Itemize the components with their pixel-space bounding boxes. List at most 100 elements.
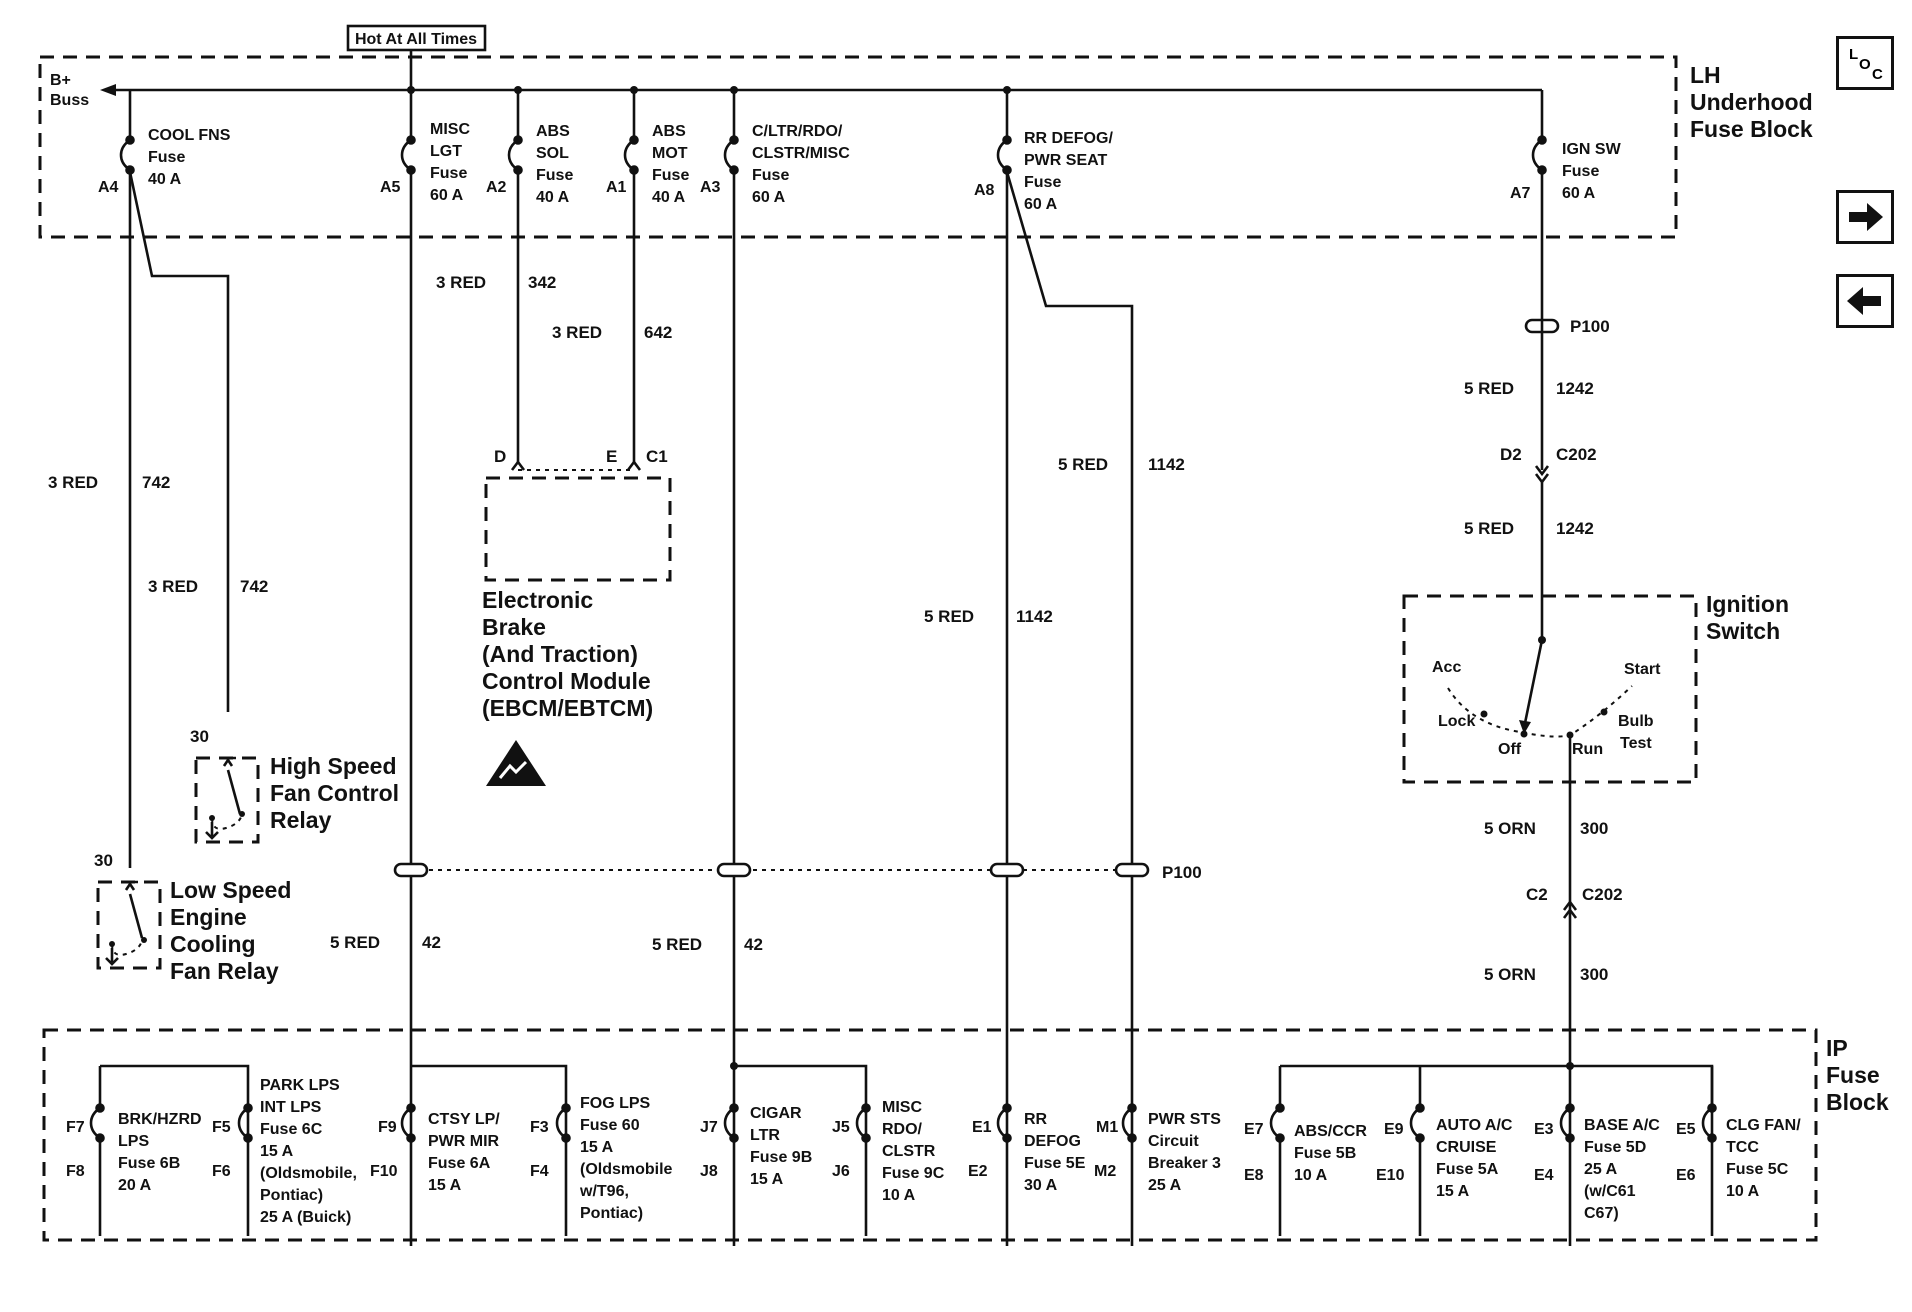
ip-fuse-auto-ac: E9 E10 AUTO A/C CRUISE Fuse 5A 15 A	[1376, 1117, 1513, 1200]
fuse-abs-sol-3: Fuse	[536, 167, 573, 184]
ign-pos-test: Test	[1620, 735, 1652, 752]
wire-42-gauge-a: 5 RED	[330, 933, 380, 952]
low-speed-relay-coil	[111, 939, 143, 956]
fuse-cool-fns-2: Fuse	[148, 149, 185, 166]
ip-fuse-park-lps: F5 F6 PARK LPS INT LPS Fuse 6C 15 A (Old…	[212, 1077, 357, 1226]
connector-c202-upper: C202	[1556, 445, 1597, 464]
high-speed-relay-contact	[220, 756, 236, 767]
ip-fuse-rr-defog: E1 E2 RR DEFOG Fuse 5E 30 A	[968, 1111, 1086, 1194]
p100-lower-label: P100	[1162, 863, 1202, 882]
ip-fuse-brk-hzrd: F7 F8 BRK/HZRD LPS Fuse 6B 20 A	[66, 1111, 202, 1194]
loc-icon: L O C	[1849, 46, 1883, 83]
low-speed-relay-switch	[128, 893, 144, 939]
ignition-switch-arc	[1447, 685, 1633, 738]
fuse-rr-defog-2: PWR SEAT	[1024, 152, 1107, 169]
low-speed-relay-label-2: Engine	[170, 904, 247, 930]
abs-ccr-2: Fuse 5B	[1294, 1145, 1356, 1162]
rr-defog-4: 30 A	[1024, 1177, 1058, 1194]
pin-30-low: 30	[94, 851, 113, 870]
pin-f10: F10	[370, 1163, 398, 1180]
brk-hzrd-1: BRK/HZRD	[118, 1111, 202, 1128]
wire-642-gauge: 3 RED	[552, 323, 602, 342]
fuse-misc-lgt-4: 60 A	[430, 187, 464, 204]
fog-lps-6: Pontiac)	[580, 1205, 643, 1222]
p100-upper-label: P100	[1570, 317, 1610, 336]
high-speed-relay-box	[194, 756, 260, 844]
high-speed-relay-label-1: High Speed	[270, 753, 397, 779]
park-lps-2: INT LPS	[260, 1099, 322, 1116]
bus-arrow-icon	[100, 84, 116, 96]
connector-d2: D2	[1500, 445, 1522, 464]
connector-c2: C2	[1526, 885, 1548, 904]
wire-742-high-speed	[128, 171, 230, 712]
ip-block-label-2: Fuse	[1826, 1062, 1880, 1088]
auto-ac-4: 15 A	[1436, 1183, 1470, 1200]
fuse-ign-sw-2: Fuse	[1562, 163, 1599, 180]
ip-fuse-misc-rdo: J5 J6 MISC RDO/ CLSTR Fuse 9C 10 A	[832, 1099, 945, 1204]
forward-button[interactable]	[1836, 190, 1894, 244]
pin-j7: J7	[700, 1119, 718, 1136]
fuse-pin-a4: A4	[98, 179, 119, 196]
fuse-abs-mot-2: MOT	[652, 145, 688, 162]
wire-300-gauge-b: 5 ORN	[1484, 965, 1536, 984]
top-fuse-drops	[128, 90, 1544, 138]
lh-block-label-1: LH	[1690, 62, 1721, 88]
pin-e2: E2	[968, 1163, 988, 1180]
misc-rdo-1: MISC	[882, 1099, 922, 1116]
ignition-positions	[1480, 708, 1608, 739]
wire-1142-circuit-b: 1142	[1148, 455, 1185, 474]
ctsy-lp-3: Fuse 6A	[428, 1155, 491, 1172]
fuse-cool-fns-3: 40 A	[148, 171, 182, 188]
ign-pos-bulb: Bulb	[1618, 713, 1654, 730]
pin-e4: E4	[1534, 1167, 1554, 1184]
cigar-ltr-4: 15 A	[750, 1171, 784, 1188]
base-ac-4: (w/C61	[1584, 1183, 1636, 1200]
fuse-abs-sol-4: 40 A	[536, 189, 570, 206]
pin-e1: E1	[972, 1119, 992, 1136]
fuse-pin-a5: A5	[380, 179, 401, 196]
arrow-right-icon	[1849, 203, 1883, 231]
low-speed-relay-box	[96, 880, 162, 970]
loc-button[interactable]: L O C	[1836, 36, 1894, 90]
bus-label-1: B+	[50, 72, 71, 89]
wire-642-circuit: 642	[644, 323, 672, 342]
fuse-abs-mot-1: ABS	[652, 123, 686, 140]
lh-block-label-2: Underhood	[1690, 89, 1813, 115]
wire-1142-gauge-b: 5 RED	[1058, 455, 1108, 474]
fuse-ign-sw-3: 60 A	[1562, 185, 1596, 202]
high-speed-relay-ground	[205, 822, 219, 840]
back-button[interactable]	[1836, 274, 1894, 328]
svg-text:O: O	[1859, 56, 1871, 73]
ignition-switch-arm	[1522, 639, 1544, 729]
ebcm-label-2: Brake	[482, 614, 546, 640]
pin-j6: J6	[832, 1163, 850, 1180]
top-fuse-symbols	[119, 135, 1547, 175]
pin-f4: F4	[530, 1163, 549, 1180]
brk-hzrd-3: Fuse 6B	[118, 1155, 180, 1172]
ignition-switch-box	[1402, 594, 1698, 784]
wire-742-circuit-a: 742	[142, 473, 170, 492]
rr-defog-2: DEFOG	[1024, 1133, 1081, 1150]
ctsy-lp-2: PWR MIR	[428, 1133, 500, 1150]
low-speed-relay-label-1: Low Speed	[170, 877, 291, 903]
p100-upper-connector	[1524, 318, 1560, 334]
base-ac-5: C67)	[1584, 1205, 1619, 1222]
fog-lps-2: Fuse 60	[580, 1117, 640, 1134]
fuse-rr-defog-1: RR DEFOG/	[1024, 130, 1113, 147]
fuse-misc-lgt-2: LGT	[430, 143, 462, 160]
ip-fuse-symbols	[89, 1103, 1717, 1236]
ebcm-connector-c1: C1	[646, 447, 668, 466]
ip-internal-buses	[98, 1064, 1714, 1236]
misc-rdo-2: RDO/	[882, 1121, 923, 1138]
fuse-pin-a1: A1	[606, 179, 627, 196]
p100-lower-connectors	[393, 862, 1150, 878]
base-ac-3: 25 A	[1584, 1161, 1618, 1178]
pin-e8: E8	[1244, 1167, 1264, 1184]
ip-fuse-block-border	[42, 1028, 1818, 1242]
ip-block-label-3: Block	[1826, 1089, 1889, 1115]
rr-defog-1: RR	[1024, 1111, 1048, 1128]
wire-342-circuit: 342	[528, 273, 556, 292]
low-speed-relay-ground	[105, 948, 119, 966]
pwr-sts-2: Circuit	[1148, 1133, 1199, 1150]
fuse-cltr-2: CLSTR/MISC	[752, 145, 850, 162]
